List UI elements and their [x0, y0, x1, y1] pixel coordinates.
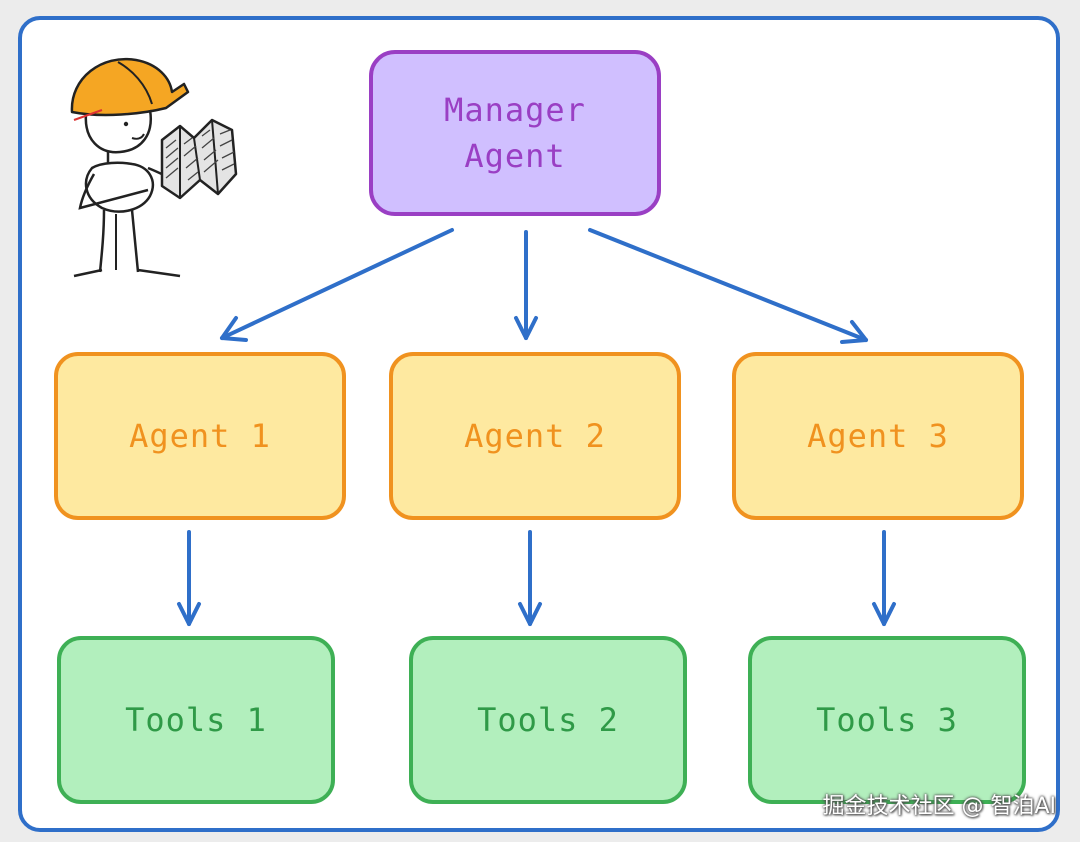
- construction-worker-with-map-icon: [70, 57, 238, 278]
- arrow-agent-3-to-tools-3: [872, 530, 896, 626]
- arrow-manager-to-agent-2: [514, 230, 538, 340]
- tools-3-node: Tools 3: [748, 636, 1026, 804]
- agent-3-node: Agent 3: [732, 352, 1024, 520]
- arrow-manager-to-agent-3: [588, 228, 868, 344]
- watermark: 掘金技术社区 @ 智泊AI: [822, 794, 1056, 819]
- manager-agent-node: Manager Agent: [369, 50, 661, 216]
- agent-2-node: Agent 2: [389, 352, 681, 520]
- arrow-manager-to-agent-1: [220, 228, 454, 342]
- tools-1-node: Tools 1: [57, 636, 335, 804]
- arrow-agent-1-to-tools-1: [177, 530, 201, 626]
- arrow-agent-2-to-tools-2: [518, 530, 542, 626]
- agent-1-node: Agent 1: [54, 352, 346, 520]
- tools-2-node: Tools 2: [409, 636, 687, 804]
